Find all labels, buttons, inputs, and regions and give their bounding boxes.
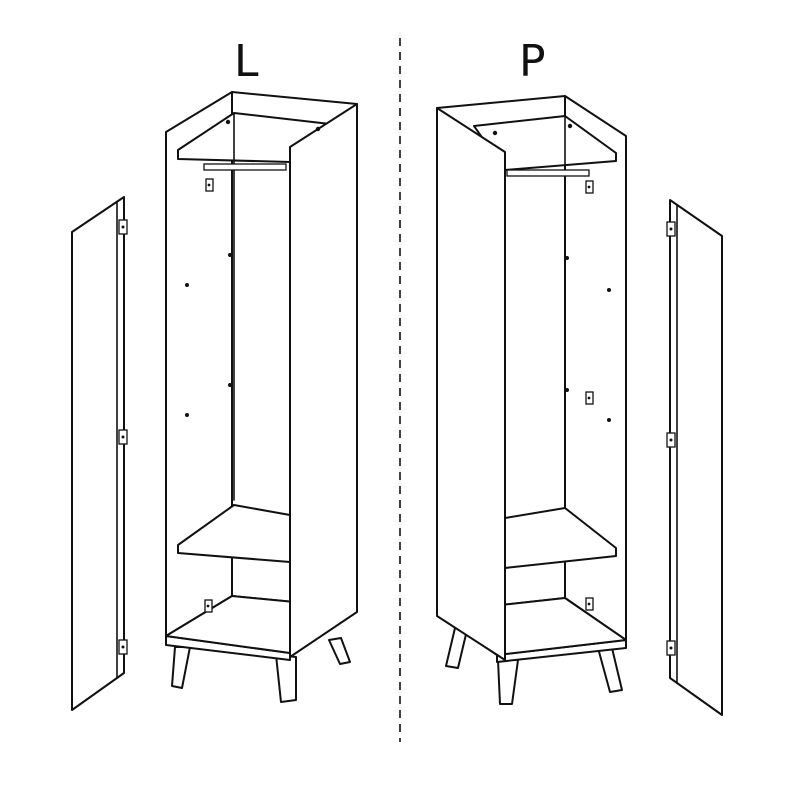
door-hinge-middle (118, 429, 128, 445)
door-hinge-middle (666, 432, 676, 448)
hanging-rail (203, 163, 287, 171)
leg-left-front (171, 646, 191, 689)
hinge-plate-top (585, 180, 594, 194)
wardrobe-left (71, 91, 358, 711)
door-hinge-top (118, 219, 128, 235)
leg-left-back (328, 637, 351, 665)
hinge-plate-bottom (204, 599, 213, 613)
door-hinge-bottom (666, 640, 676, 656)
leg-right-front (597, 647, 623, 693)
leg-right-mid (497, 659, 519, 705)
hinge-plate-top (205, 178, 214, 192)
variant-label-right: P (519, 36, 546, 87)
door-hinge-bottom (118, 639, 128, 655)
door-left (71, 196, 125, 711)
leg-left-mid (275, 654, 297, 703)
side-panel-right (289, 103, 358, 658)
hanging-rail (506, 169, 590, 177)
variant-label-left: L (234, 36, 259, 87)
door-right (669, 199, 723, 716)
hinge-plate-middle (585, 391, 594, 405)
hinge-plate-bottom (585, 597, 594, 611)
door-hinge-top (666, 221, 676, 237)
wardrobe-right (436, 95, 723, 716)
side-panel-left (436, 107, 506, 661)
